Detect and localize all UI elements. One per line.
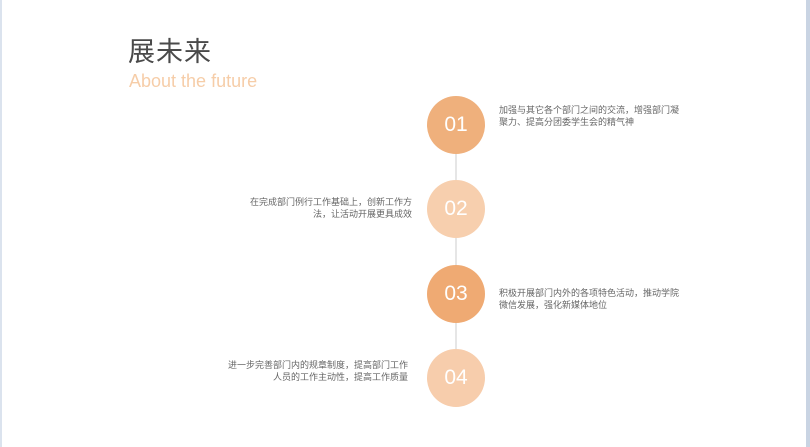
window-edge bbox=[806, 0, 810, 447]
timeline-text-02: 在完成部门例行工作基础上，创新工作方法，让活动开展更具成效 bbox=[249, 198, 412, 220]
timeline-text-04: 进一步完善部门内的规章制度，提高部门工作人员的工作主动性，提高工作质量 bbox=[227, 361, 408, 383]
timeline-circle-03: 03 bbox=[427, 265, 485, 323]
timeline-text-03: 积极开展部门内外的各项特色活动，推动学院微信发展，强化新媒体地位 bbox=[499, 289, 680, 311]
page-subtitle: About the future bbox=[129, 71, 258, 91]
timeline-line bbox=[455, 110, 457, 380]
timeline-circle-02: 02 bbox=[427, 180, 485, 238]
timeline-text-01: 加强与其它各个部门之间的交流，增强部门凝聚力、提高分团委学生会的精气神 bbox=[499, 106, 680, 128]
timeline-circle-04: 04 bbox=[427, 349, 485, 407]
page-title: 展未来 bbox=[128, 37, 212, 68]
timeline-circle-01: 01 bbox=[427, 96, 485, 154]
